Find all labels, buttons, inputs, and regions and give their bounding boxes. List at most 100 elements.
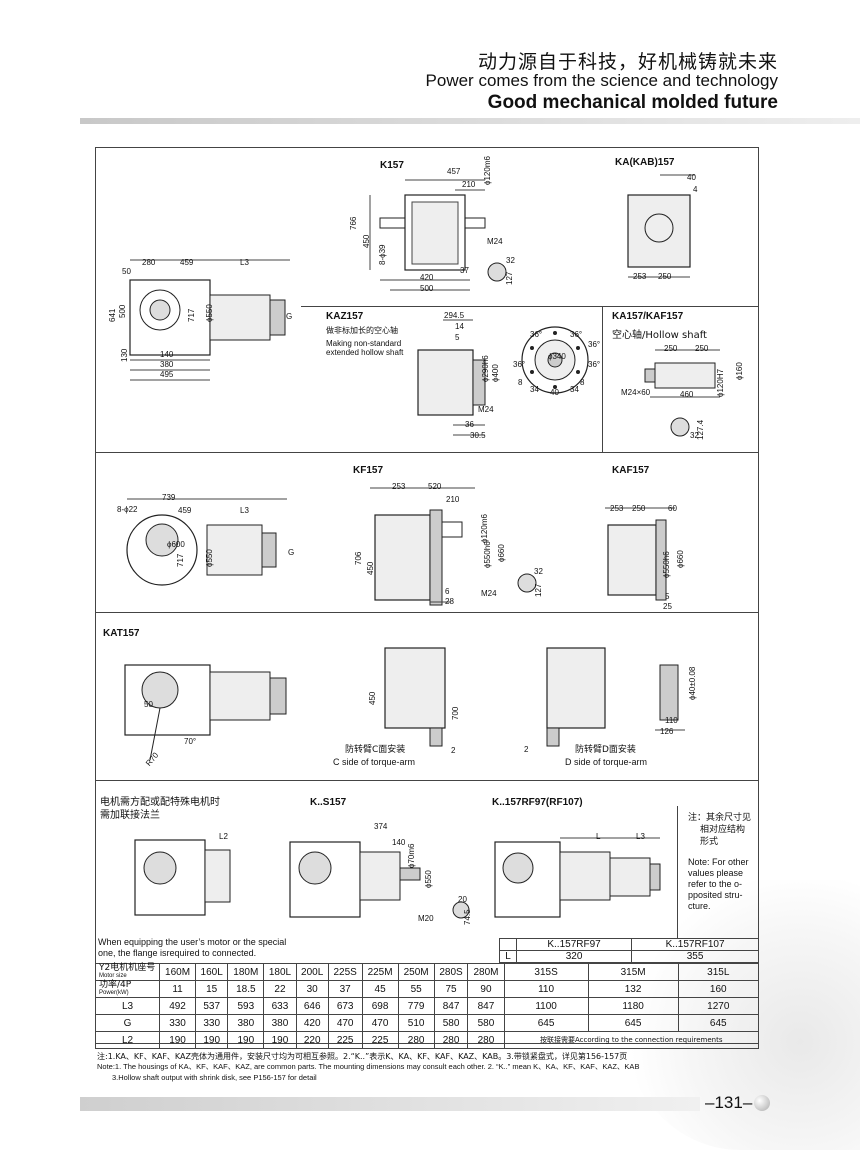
ratio-header-rf107: K..157RF107 <box>631 938 759 951</box>
footnote-en-1: Note:1. The housings of KA、KF、KAF、KAZ, a… <box>97 1062 640 1071</box>
ratio-header-rf97: K..157RF97 <box>515 938 633 951</box>
table-cell: 160 <box>677 980 760 998</box>
ka-kab157-drawing <box>620 170 700 285</box>
table-row: Y2电机机座号 Motor size 160M 160L 180M 180L 2… <box>95 963 760 981</box>
table-cell: 225 <box>361 1031 399 1049</box>
footnote-cn: 注:1.KA、KF、KAF、KAZ壳体为通用件，安装尺寸均为可相互参照。2.“K… <box>97 1052 628 1061</box>
table-cell: 847 <box>467 997 505 1015</box>
kat157-dim-70deg: 70° <box>184 737 197 746</box>
table-cell: 22 <box>263 980 297 998</box>
table-cell: 160L <box>195 963 229 981</box>
k157-dim-50: 50 <box>122 267 131 276</box>
table-cell: 280 <box>397 1031 435 1049</box>
table-cell: 470 <box>361 1014 399 1032</box>
kat157-c-drawing <box>375 640 465 750</box>
table-cell: 633 <box>263 997 297 1015</box>
table-cell: 250M <box>397 963 435 981</box>
page-number: –131– <box>705 1093 753 1112</box>
table-cell: 45 <box>361 980 399 998</box>
side-note-cn-1: 注：其余尺寸见 <box>688 813 752 823</box>
kaz157-dim-36b: 36° <box>570 330 583 339</box>
k157-side-drawing <box>110 255 300 385</box>
kaz157-note-en-2: extended hollow shaft <box>326 348 404 357</box>
ratio-row-label: L <box>499 950 517 963</box>
ks157-dim-550: ϕ550 <box>424 870 433 888</box>
k157-dim-140: 140 <box>160 350 174 359</box>
footnote-en-2: 3.Hollow shaft output with shrink disk, … <box>112 1073 317 1082</box>
kaz157-dim-36e: 36° <box>588 340 601 349</box>
kf157-dim-450: 450 <box>366 561 375 575</box>
side-note-en-4: pposited stru- <box>688 890 743 900</box>
kaz157-dim-340: ϕ340 <box>548 352 566 361</box>
k157-dim-766: 766 <box>349 216 358 230</box>
kaz157-dim-36c: 36° <box>513 360 526 369</box>
kf157-dim-600: ϕ600 <box>167 540 185 549</box>
k157-dim-l3: L3 <box>240 258 249 267</box>
table-cell: 1100 <box>503 997 589 1015</box>
table-cell: 673 <box>327 997 363 1015</box>
kaf157-dim-253: 253 <box>610 504 624 513</box>
side-note-cn-3: 形式 <box>700 837 719 847</box>
table-cell: 645 <box>587 1014 679 1032</box>
kat157-d-drawing <box>535 640 615 750</box>
table-cell: 645 <box>677 1014 760 1032</box>
table-cell: 420 <box>295 1014 329 1032</box>
kaz157-dim-8b: 8 <box>580 378 585 387</box>
table-cell: 645 <box>503 1014 589 1032</box>
kf157-dim-127: 127 <box>534 583 543 597</box>
table-cell: 75 <box>433 980 469 998</box>
flange-note-en-1: When equipping the user’s motor or the s… <box>98 937 287 947</box>
kaz157-dim-5: 5 <box>455 333 460 342</box>
table-cell: 225S <box>327 963 363 981</box>
spec-table: Y2电机机座号 Motor size 160M 160L 180M 180L 2… <box>95 963 760 1049</box>
kaz157-dim-294: 294.5 <box>444 311 465 320</box>
table-cell: 200L <box>295 963 329 981</box>
table-row: 功率/4P Power(kW) 11 15 18.5 22 30 37 45 5… <box>95 980 760 998</box>
flange-note-cn-1: 电机需方配或配特殊电机时 <box>100 797 220 808</box>
kaz157-dim-400: ϕ400 <box>491 364 500 382</box>
kat157-d-side-cn: 防转臂D面安装 <box>575 745 636 755</box>
table-cell: 1270 <box>677 997 760 1015</box>
k157-dim-450: 450 <box>362 234 371 248</box>
row-l3-label: L3 <box>95 997 160 1015</box>
table-cell: 580 <box>433 1014 469 1032</box>
ka-kaf157-dim-m24: M24×60 <box>621 388 651 397</box>
table-cell: 220 <box>295 1031 329 1049</box>
k157-dim-shaft: ϕ120m6 <box>483 156 492 185</box>
ratio-value-rf107: 355 <box>631 950 759 963</box>
side-note-en-3: refer to the o- <box>688 879 743 889</box>
kaz157-flange-drawing <box>510 320 600 400</box>
k157-dim-bolts: 8-ϕ39 <box>378 244 387 266</box>
table-cell: 180M <box>227 963 265 981</box>
header-title-en: Power comes from the science and technol… <box>425 71 778 90</box>
ka-kab157-dim-253: 253 <box>633 272 647 281</box>
kat157-d-side-en: D side of torque-arm <box>565 757 648 767</box>
ka-kaf157-subtitle: 空心轴/Hollow shaft <box>612 330 707 341</box>
table-cell: 18.5 <box>227 980 265 998</box>
table-cell: 190 <box>263 1031 297 1049</box>
kf157-dim-459: 459 <box>178 506 192 515</box>
kat157-dim-126: 126 <box>660 727 674 736</box>
ka-kaf157-dim-160: ϕ160 <box>735 362 744 380</box>
table-cell: 280 <box>467 1031 505 1049</box>
divider-1 <box>95 452 759 453</box>
table-cell: 11 <box>158 980 197 998</box>
kat157-dim-2a: 2 <box>451 746 456 755</box>
kf157-dim-m24: M24 <box>481 589 497 598</box>
table-cell: 190 <box>158 1031 197 1049</box>
kaz157-note-en-1: Making non-standard <box>326 339 402 348</box>
row-l2-label: L2 <box>95 1031 160 1049</box>
header-bar <box>80 118 860 124</box>
kat157-c-side-en: C side of torque-arm <box>333 757 416 767</box>
kaz157-dim-34b: 34 <box>570 385 579 394</box>
kaf157-title: KAF157 <box>612 465 650 476</box>
kf157-dim-520: 520 <box>428 482 442 491</box>
table-cell: 280 <box>433 1031 469 1049</box>
table-cell: 492 <box>158 997 197 1015</box>
kat157-dim-40: ϕ40±0.08 <box>688 666 697 700</box>
divider-h-sub <box>301 306 759 307</box>
table-cell: 315L <box>677 963 760 981</box>
divider-2 <box>95 612 759 613</box>
table-cell: 190 <box>195 1031 229 1049</box>
k157-top-drawing <box>360 170 530 300</box>
